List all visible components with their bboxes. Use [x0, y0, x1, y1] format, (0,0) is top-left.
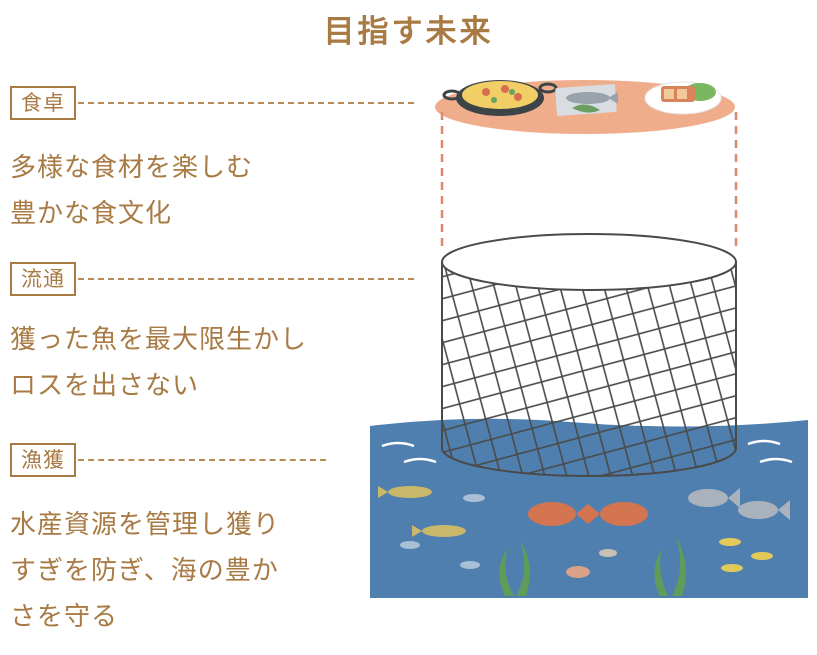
fish-icon [460, 561, 480, 569]
fish-icon [400, 541, 420, 549]
fishing-net-icon [442, 230, 736, 480]
dining-table [435, 80, 735, 134]
grilled-fish-plate-icon [555, 84, 618, 116]
fish-icon [566, 566, 590, 578]
fish-icon [721, 564, 743, 572]
fish-icon [719, 538, 741, 546]
fish-icon [463, 494, 485, 502]
fish-icon [751, 552, 773, 560]
tonkatsu-plate-icon [645, 82, 721, 114]
fish-icon [599, 549, 617, 557]
